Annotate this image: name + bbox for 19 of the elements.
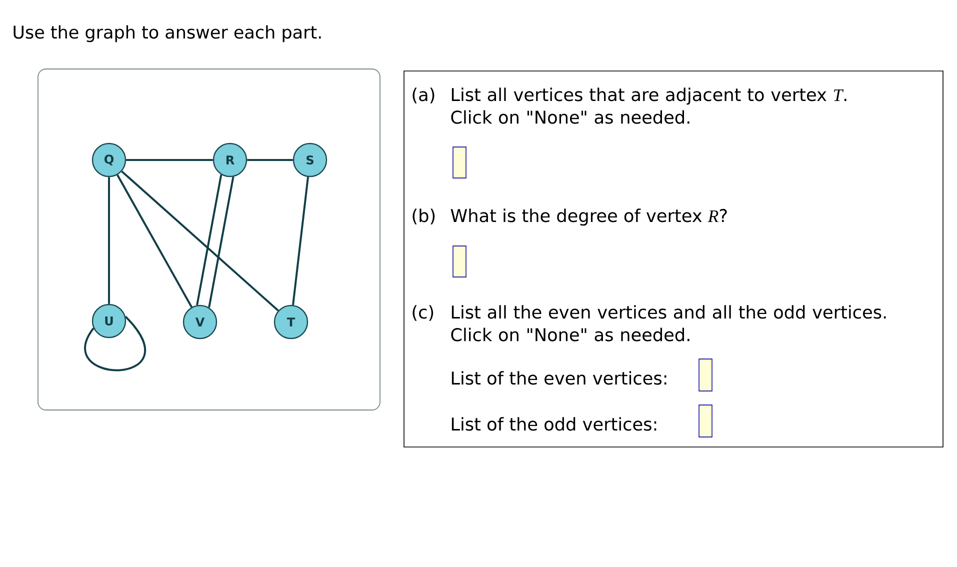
instruction-text: Use the graph to answer each part.: [14, 25, 321, 42]
question-text: List of the even vertices:: [452, 371, 666, 385]
edge-line: [292, 176, 309, 306]
question-text: List all the even vertices and all the odd vertices. Click on "None" as needed.: [451, 305, 886, 342]
edge-line: [121, 170, 279, 312]
part-label: (a): [412, 88, 434, 104]
edge-line: [208, 176, 234, 308]
question-text: What is the degree of vertex R?: [450, 208, 727, 226]
graph-panel: [38, 68, 380, 410]
edge-line: [247, 159, 293, 161]
edge-line: [108, 177, 110, 304]
loop-edge: [84, 316, 146, 372]
edge-line: [116, 174, 192, 308]
part-label: (c): [412, 305, 434, 321]
question-text: List all vertices that are adjacent to vertex T. Click on "None" as needed.: [451, 88, 846, 124]
edge-line: [196, 174, 222, 306]
question-text: List of the odd vertices:: [452, 417, 656, 431]
part-label: (b): [412, 208, 435, 224]
edge-line: [126, 159, 213, 161]
